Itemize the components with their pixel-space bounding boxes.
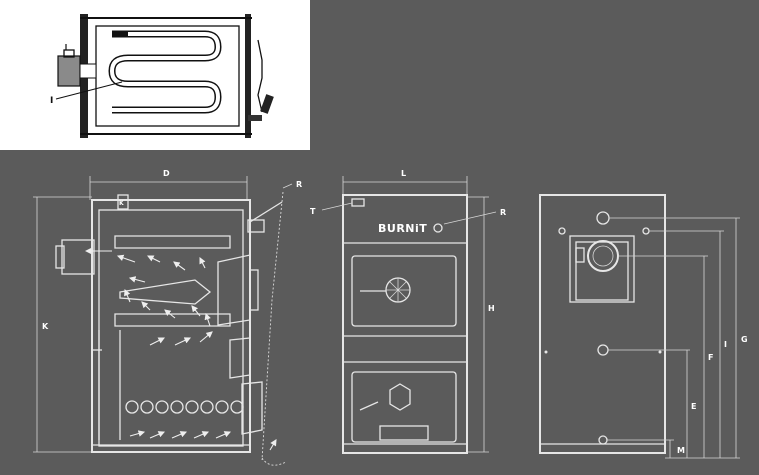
label-top-I: I [50,96,53,106]
ash-pan-handle [379,425,429,441]
lower-door-air-flap [389,383,411,411]
top-view-background [0,0,310,150]
front-lower-door [351,371,457,443]
label-H: H [488,304,495,313]
top-view-right-frame [245,14,251,138]
label-F: F [708,353,713,362]
middle-door [229,337,251,379]
side-flue-pipe [61,239,95,275]
side-inner-water-jacket [98,209,244,447]
upper-door [217,254,251,326]
label-L: L [401,169,406,178]
rear-view: M E F I G [539,194,748,459]
label-D: D [163,169,170,178]
label-R-side: R [296,180,302,189]
baffle-middle [119,279,212,305]
front-body-outline [342,194,468,454]
rear-middle-socket [597,344,609,356]
label-K-small: K [119,200,124,207]
baffle-upper [114,235,231,249]
flue-gas-flow-arrows [84,247,277,451]
lower-door [241,381,263,435]
brand-logo: BURNiT [378,222,427,235]
label-I: I [724,340,727,349]
rear-drain-socket [598,435,608,445]
door-swing-arc [261,191,284,461]
label-G: G [741,335,748,344]
door-handle [260,94,274,114]
side-top-socket [117,194,129,210]
front-upper-door [351,255,457,327]
label-K: K [42,322,49,331]
thermometer-socket [351,198,365,207]
side-section-view: D K K [33,169,302,466]
rear-flue-outlet [587,240,619,272]
rear-body-outline [539,194,666,454]
top-view-panel: I [0,0,310,150]
label-M: M [677,446,685,455]
label-R-front: R [500,208,506,217]
rear-flue-box [569,235,635,303]
flue-outlet [57,55,81,87]
return-socket-front [433,223,443,233]
label-E: E [691,402,696,411]
label-T: T [310,207,316,216]
baffle-lower [114,313,231,327]
side-R-leader [249,201,283,223]
rear-supply-outlet [596,211,610,225]
front-view: L H T BURNiT R [310,169,506,454]
side-body-outline [91,199,251,453]
grate-rollers [125,400,244,414]
return-pipe-side [247,219,265,233]
